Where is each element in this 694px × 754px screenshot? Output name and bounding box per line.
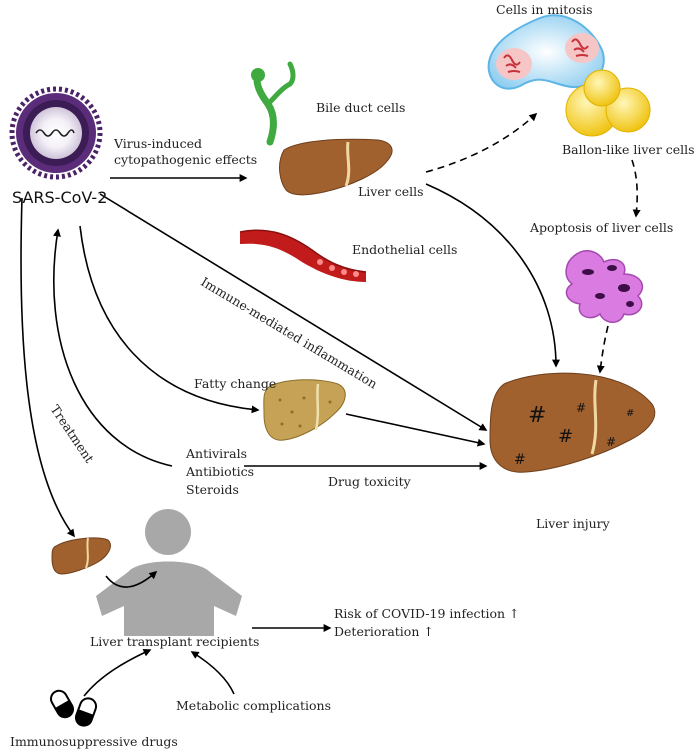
arrow-immune	[99, 193, 488, 431]
arrow-virus-to-liver-small	[20, 197, 75, 538]
bile-duct-label: Bile duct cells	[316, 100, 406, 115]
arrow-fatty-to-injury	[345, 413, 486, 447]
arrow-liver-to-person	[105, 570, 158, 588]
arrow-liver-to-mitosis	[425, 112, 538, 173]
liver-injury-label: Liver injury	[536, 516, 610, 531]
antivirals-label: Antivirals	[186, 446, 247, 461]
fatty-liver-icon	[263, 379, 346, 441]
arrow-pills-to-person	[83, 649, 152, 697]
svg-text:#: #	[606, 435, 616, 449]
transplant-label: Liver transplant recipients	[90, 634, 260, 649]
liver-icon	[279, 138, 393, 196]
pills-icon	[50, 689, 98, 727]
svg-text:#: #	[576, 401, 586, 415]
cells-mitosis-label: Cells in mitosis	[496, 2, 593, 17]
mitosis-cells-icon	[487, 14, 605, 90]
svg-text:#: #	[514, 452, 526, 468]
drug-toxicity-label: Drug toxicity	[328, 474, 411, 489]
metabolic-label: Metabolic complications	[176, 698, 332, 713]
svg-text:#: #	[626, 408, 634, 419]
virus-icon	[9, 86, 103, 180]
liver-cells-label: Liver cells	[358, 184, 424, 199]
immunosuppressive-label: Immunosuppressive drugs	[10, 734, 178, 749]
person-icon	[96, 509, 242, 636]
arrow-liver-to-injury	[425, 183, 560, 368]
svg-text:#: #	[528, 403, 546, 428]
arrow-metabolic-to-person	[190, 651, 235, 695]
steroids-label: Steroids	[186, 482, 239, 497]
bile-duct-icon	[251, 61, 296, 146]
svg-text:#: #	[558, 426, 573, 447]
virus-induced-label-1: Virus-induced	[114, 136, 202, 151]
arrow-apoptosis-to-injury	[596, 325, 609, 374]
apoptosis-label: Apoptosis of liver cells	[530, 220, 674, 235]
balloon-cells-icon	[565, 69, 651, 137]
arrow-treatment	[53, 228, 173, 467]
deterioration-label: Deterioration ↑	[334, 624, 434, 639]
fatty-change-label: Fatty change	[194, 376, 277, 391]
injured-liver-icon: # # # # # #	[489, 372, 656, 473]
endothelial-label: Endothelial cells	[352, 242, 458, 257]
virus-induced-label-2: cytopathogenic effects	[114, 152, 258, 167]
liver-icon-small	[51, 537, 111, 575]
risk-label: Risk of COVID-19 infection ↑	[334, 606, 520, 621]
arrow-balloon-to-apoptosis	[631, 159, 641, 218]
ballon-cells-label: Ballon-like liver cells	[562, 142, 694, 157]
blood-vessel-icon	[239, 229, 367, 282]
virus-label: SARS-CoV-2	[12, 188, 108, 207]
apoptotic-cell-icon	[565, 250, 644, 323]
antibiotics-label: Antibiotics	[186, 464, 255, 479]
arrow-to-fatty	[79, 225, 260, 414]
arrows	[20, 112, 641, 697]
